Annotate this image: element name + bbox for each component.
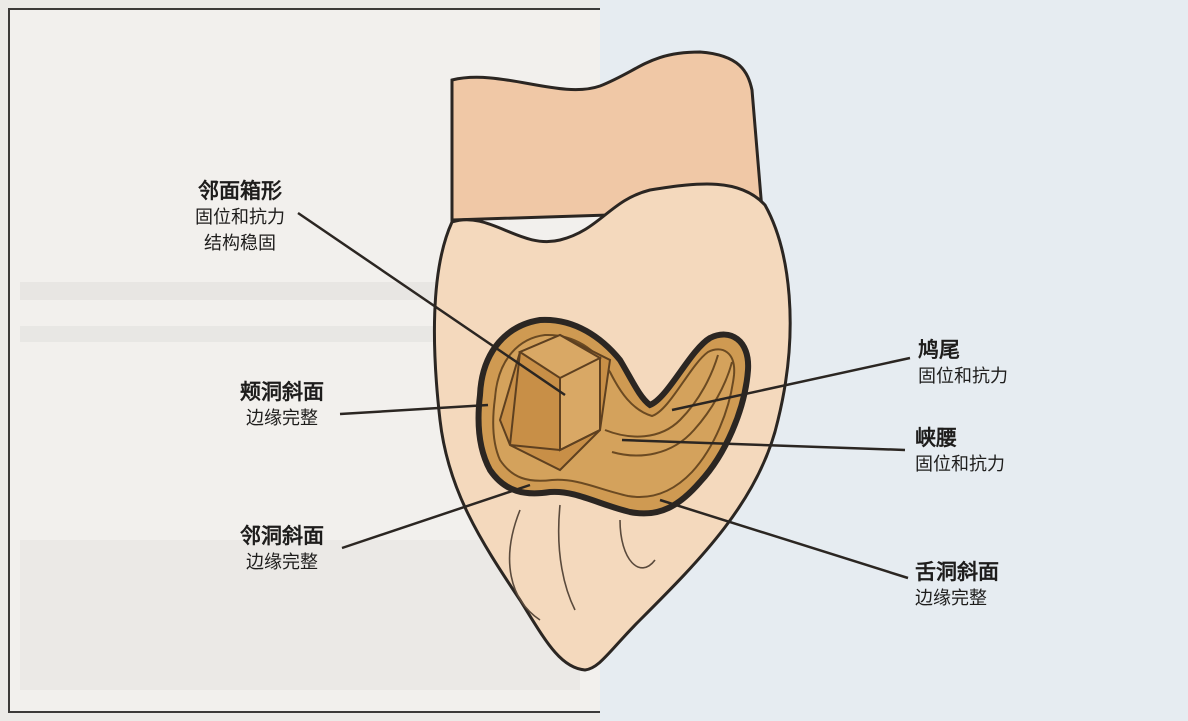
label-proximal-bevel: 邻洞斜面 边缘完整 bbox=[222, 522, 342, 576]
label-isthmus: 峡腰 固位和抗力 bbox=[915, 424, 1055, 478]
label-line: 边缘完整 bbox=[222, 550, 342, 576]
label-title: 邻面箱形 bbox=[170, 177, 310, 205]
label-dovetail: 鸠尾 固位和抗力 bbox=[918, 336, 1058, 390]
label-line: 结构稳固 bbox=[170, 231, 310, 257]
label-line: 边缘完整 bbox=[222, 406, 342, 432]
label-title: 峡腰 bbox=[915, 424, 1055, 452]
label-proximal-box: 邻面箱形 固位和抗力 结构稳固 bbox=[170, 177, 310, 257]
label-title: 颊洞斜面 bbox=[222, 378, 342, 406]
label-title: 邻洞斜面 bbox=[222, 522, 342, 550]
label-title: 舌洞斜面 bbox=[915, 558, 1055, 586]
label-line: 固位和抗力 bbox=[915, 452, 1055, 478]
label-lingual-bevel: 舌洞斜面 边缘完整 bbox=[915, 558, 1055, 612]
label-title: 鸠尾 bbox=[918, 336, 1058, 364]
label-line: 固位和抗力 bbox=[918, 364, 1058, 390]
label-line: 边缘完整 bbox=[915, 586, 1055, 612]
label-line: 固位和抗力 bbox=[170, 205, 310, 231]
label-buccal-bevel: 颊洞斜面 边缘完整 bbox=[222, 378, 342, 432]
